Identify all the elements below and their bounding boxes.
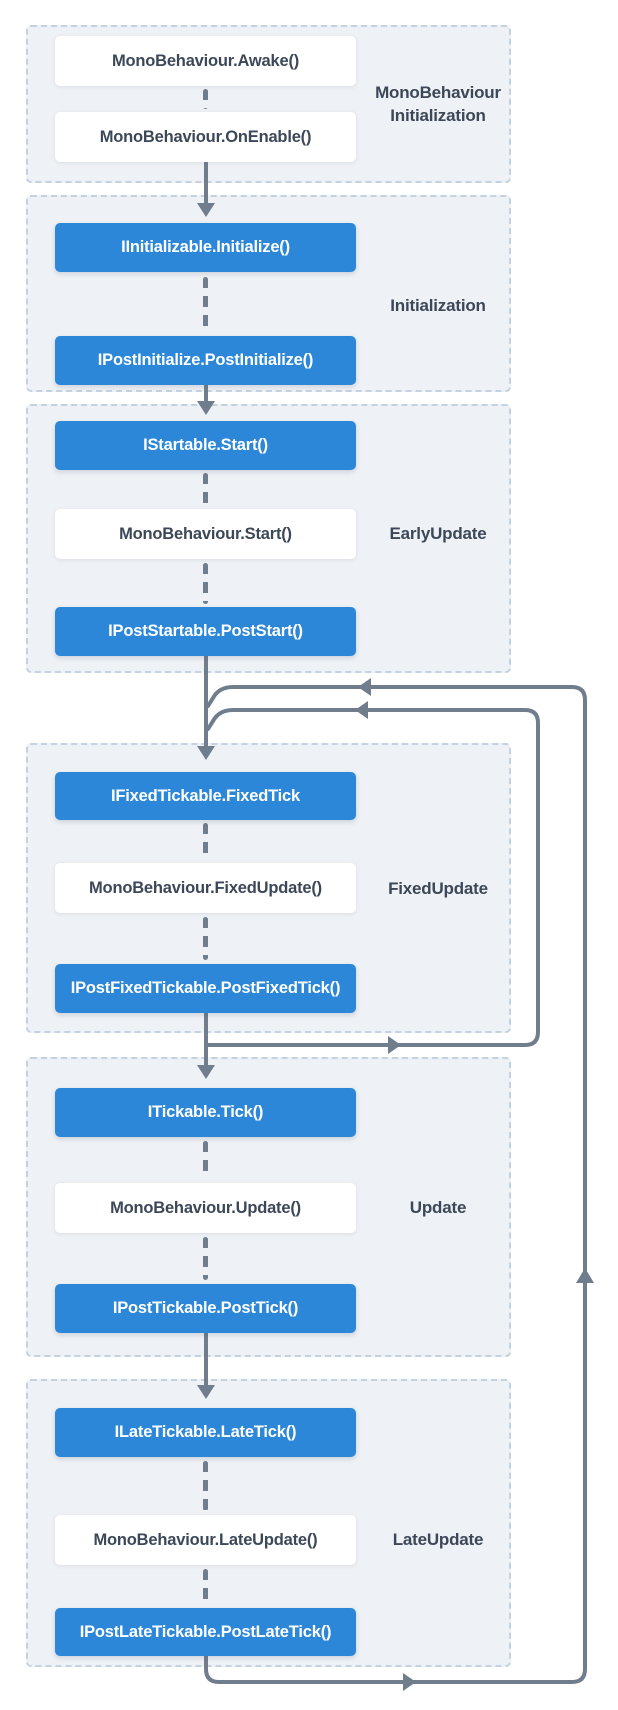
step-connector-dashes bbox=[203, 563, 208, 604]
group-label-initialization: Initialization bbox=[390, 296, 486, 315]
step-ifixedtickable-fixedtick: IFixedTickable.FixedTick bbox=[55, 772, 356, 820]
step-monobehaviour-lateupdate: MonoBehaviour.LateUpdate() bbox=[55, 1515, 356, 1565]
step-monobehaviour-awake: MonoBehaviour.Awake() bbox=[55, 36, 356, 86]
group-label-line: Initialization bbox=[390, 106, 486, 125]
step-iposttickable-posttick: IPostTickable.PostTick() bbox=[55, 1284, 356, 1333]
step-connector-dashes bbox=[203, 1237, 208, 1280]
step-connector-dashes bbox=[203, 1141, 208, 1179]
group-label-update: Update bbox=[409, 1198, 467, 1217]
step-connector-dashes bbox=[203, 473, 208, 505]
group-label-late-update: LateUpdate bbox=[392, 1530, 484, 1549]
step-connector-dashes bbox=[203, 823, 208, 860]
step-connector-dashes bbox=[203, 277, 208, 332]
group-label-monobehaviour-initialization: MonoBehaviour Initialization bbox=[358, 81, 518, 127]
step-istartable-start: IStartable.Start() bbox=[55, 421, 356, 470]
step-itickable-tick: ITickable.Tick() bbox=[55, 1088, 356, 1137]
step-ipostinitialize-postinitialize: IPostInitialize.PostInitialize() bbox=[55, 336, 356, 385]
step-iinitializable-initialize: IInitializable.Initialize() bbox=[55, 223, 356, 272]
arrowhead-up-frame-loop bbox=[576, 1268, 594, 1283]
group-label-early-update: EarlyUpdate bbox=[389, 524, 487, 543]
step-connector-dashes bbox=[203, 1461, 208, 1511]
step-monobehaviour-update: MonoBehaviour.Update() bbox=[55, 1183, 356, 1233]
step-monobehaviour-start: MonoBehaviour.Start() bbox=[55, 509, 356, 559]
group-label-line: MonoBehaviour bbox=[375, 83, 501, 102]
group-label-fixed-update: FixedUpdate bbox=[388, 879, 488, 898]
step-connector-dashes bbox=[203, 89, 208, 109]
step-ilatetickable-latetick: ILateTickable.LateTick() bbox=[55, 1408, 356, 1457]
arrowhead-right-fixedupdate-loop bbox=[388, 1036, 401, 1054]
step-monobehaviour-onenable: MonoBehaviour.OnEnable() bbox=[55, 112, 356, 162]
arrowhead-right-frame-loop-bottom bbox=[403, 1673, 416, 1691]
step-ipostlatetickable-postlatetick: IPostLateTickable.PostLateTick() bbox=[55, 1608, 356, 1656]
step-connector-dashes bbox=[203, 1569, 208, 1605]
step-connector-dashes bbox=[203, 917, 208, 960]
step-ipostfixedtickable-postfixedtick: IPostFixedTickable.PostFixedTick() bbox=[55, 964, 356, 1013]
step-ipoststartable-poststart: IPostStartable.PostStart() bbox=[55, 607, 356, 656]
arrowhead-left-frame-loop bbox=[358, 678, 371, 696]
step-monobehaviour-fixedupdate: MonoBehaviour.FixedUpdate() bbox=[55, 863, 356, 913]
arrowhead-left-fixedupdate-loop bbox=[355, 701, 368, 719]
